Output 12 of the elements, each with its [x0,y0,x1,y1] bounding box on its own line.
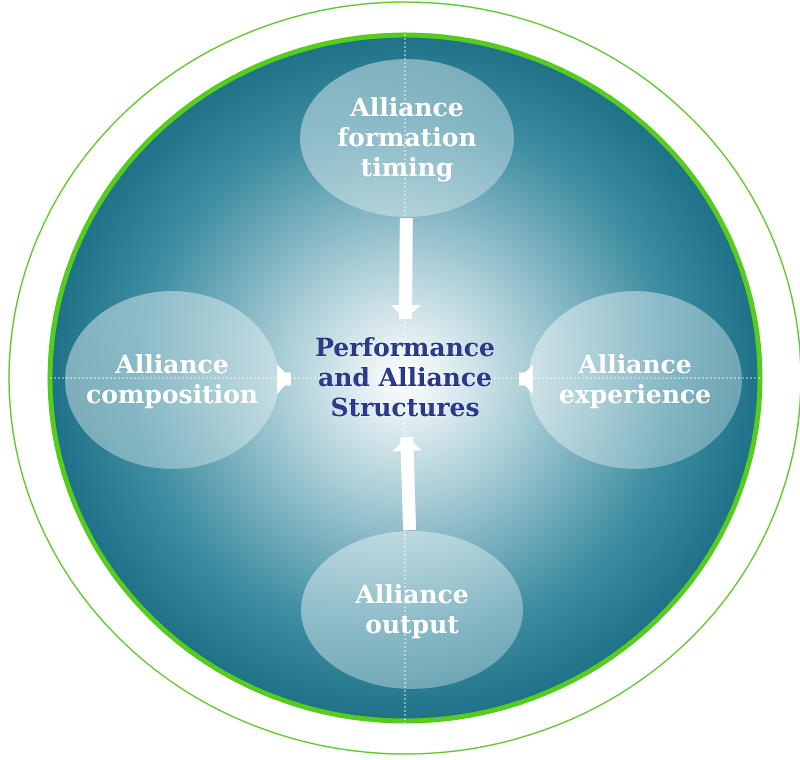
topic-label: Alliance output [354,580,470,640]
block-arrow [276,364,292,394]
block-arrow [390,218,421,320]
topic-ellipse [64,290,280,470]
topic-label: Alliance composition [85,350,259,410]
topic-ellipse [527,290,743,470]
topic-ellipse [299,58,515,218]
topic-ellipse [300,530,524,690]
topic-label: Alliance experience [558,350,712,410]
block-arrow [392,436,422,530]
center-label: Performance and Alliance Structures [305,333,505,423]
topic-label: Alliance formation timing [336,93,478,183]
